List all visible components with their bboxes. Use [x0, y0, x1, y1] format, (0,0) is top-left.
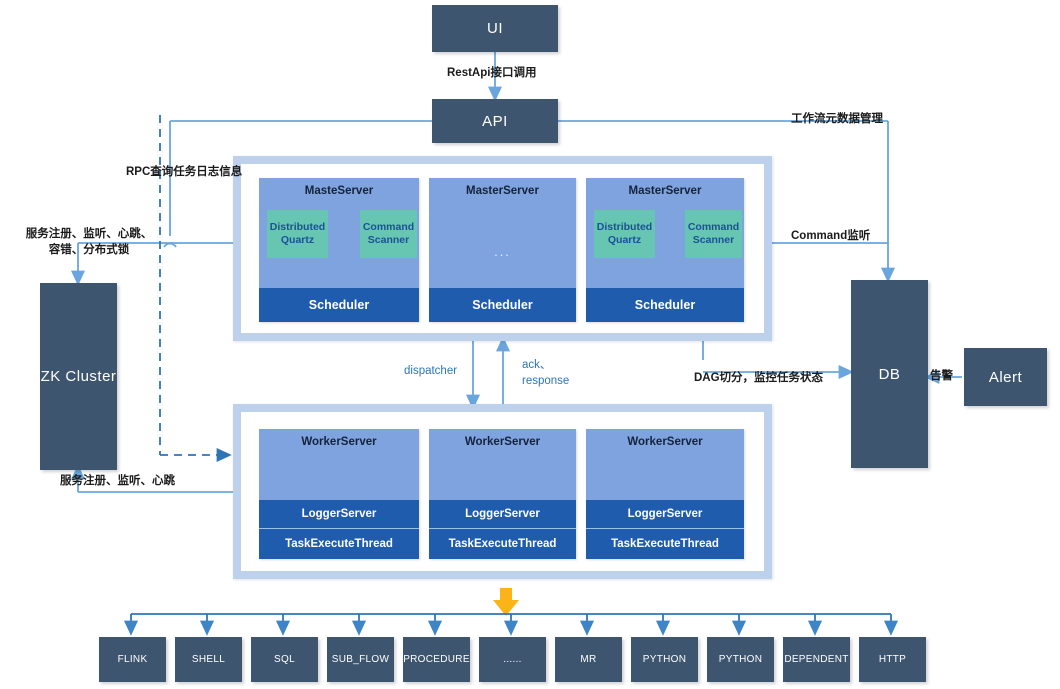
node-db-label: DB	[878, 365, 901, 383]
master-server-title-2: MasterServer	[466, 185, 539, 197]
task-type-label: SHELL	[191, 654, 226, 665]
task-type-label: PYTHON	[718, 654, 763, 665]
master-server-card-3[interactable]: MasterServer Distributed Quartz Command …	[586, 178, 744, 322]
node-alert[interactable]: Alert	[964, 348, 1047, 406]
task-type-http[interactable]: HTTP	[859, 637, 926, 682]
task-type-python-1[interactable]: PYTHON	[631, 637, 698, 682]
task-execute-thread-3: TaskExecuteThread	[586, 529, 744, 559]
label-rest-api: RestApi接口调用	[447, 67, 537, 79]
worker-server-card-3[interactable]: WorkerServer LoggerServer TaskExecuteThr…	[586, 429, 744, 559]
scheduler-block-2: Scheduler	[429, 288, 576, 322]
task-type-label: SUB_FLOW	[331, 654, 390, 665]
label-ack-line2: response	[522, 374, 570, 387]
label-zk-register-top: 服务注册、监听、心跳、 容错、分布式锁	[14, 227, 164, 258]
worker-server-body-2	[429, 455, 576, 500]
task-type-python-2[interactable]: PYTHON	[707, 637, 774, 682]
master-server-body-3: Distributed Quartz Command Scanner	[586, 204, 744, 288]
worker-server-body-1	[259, 455, 419, 500]
node-alert-label: Alert	[988, 368, 1023, 386]
command-scanner-block-1[interactable]: Command Scanner	[360, 210, 417, 258]
master-server-title-3: MasterServer	[628, 185, 702, 197]
worker-group-inner: WorkerServer LoggerServer TaskExecuteThr…	[241, 412, 764, 571]
master-server-body-2: ...	[429, 204, 576, 288]
task-type-shell[interactable]: SHELL	[175, 637, 242, 682]
master-server-card-2[interactable]: MasterServer ... Scheduler	[429, 178, 576, 322]
worker-server-group: WorkerServer LoggerServer TaskExecuteThr…	[233, 404, 772, 579]
worker-server-title-3: WorkerServer	[627, 436, 703, 448]
task-type-label: SQL	[274, 654, 295, 665]
task-execute-thread-1: TaskExecuteThread	[259, 529, 419, 559]
task-type-procedure[interactable]: PROCEDURE	[403, 637, 470, 682]
master-server-title-1: MasteServer	[304, 185, 374, 197]
task-type-label: PROCEDURE	[403, 654, 470, 665]
label-zk-register-bottom: 服务注册、监听、心跳	[60, 475, 175, 487]
master-server-group: MasteServer Distributed Quartz Command S…	[233, 156, 772, 341]
label-ack-response: ack、 response	[522, 358, 569, 389]
task-type-label: ......	[503, 654, 522, 665]
quartz-line2: Quartz	[280, 234, 315, 246]
node-zk-cluster[interactable]: ZK Cluster	[40, 283, 117, 470]
task-type-dependent[interactable]: DEPENDENT	[783, 637, 850, 682]
task-execute-thread-2: TaskExecuteThread	[429, 529, 576, 559]
logger-server-1: LoggerServer	[259, 500, 419, 529]
scheduler-block-1: Scheduler	[259, 288, 419, 322]
task-type-sub-flow[interactable]: SUB_FLOW	[327, 637, 394, 682]
label-alert-warn: 告警	[930, 370, 953, 382]
node-db[interactable]: DB	[851, 280, 928, 468]
label-rpc-query-log: RPC查询任务日志信息	[126, 166, 243, 178]
task-type-flink[interactable]: FLINK	[99, 637, 166, 682]
master-server-card-1[interactable]: MasteServer Distributed Quartz Command S…	[259, 178, 419, 322]
command-scanner-block-3[interactable]: Command Scanner	[685, 210, 742, 258]
task-type-mr[interactable]: MR	[555, 637, 622, 682]
task-type-label: DEPENDENT	[784, 654, 849, 665]
quartz-line1: Distributed	[596, 220, 653, 233]
distributed-quartz-block-1[interactable]: Distributed Quartz	[267, 210, 328, 258]
task-type-label: MR	[580, 654, 597, 665]
task-type-label: FLINK	[117, 654, 148, 665]
task-type-more[interactable]: ......	[479, 637, 546, 682]
scanner-line2: Scanner	[692, 234, 735, 246]
label-ack-line1: ack、	[522, 359, 552, 371]
node-api-label: API	[482, 112, 508, 130]
label-zk-register-top-line2: 容错、分布式锁	[48, 243, 130, 256]
task-type-label: HTTP	[878, 654, 907, 665]
worker-server-card-1[interactable]: WorkerServer LoggerServer TaskExecuteThr…	[259, 429, 419, 559]
label-workflow-meta: 工作流元数据管理	[791, 113, 883, 125]
master-server-body-1: Distributed Quartz Command Scanner	[259, 204, 419, 288]
quartz-line1: Distributed	[269, 220, 326, 233]
logger-server-3: LoggerServer	[586, 500, 744, 529]
label-command-listen: Command监听	[791, 230, 871, 242]
master-server-ellipsis: ...	[494, 244, 511, 260]
worker-server-title-2: WorkerServer	[464, 436, 541, 448]
quartz-line2: Quartz	[607, 234, 642, 246]
scheduler-block-3: Scheduler	[586, 288, 744, 322]
label-dag-monitor: DAG切分，监控任务状态	[694, 372, 824, 384]
label-dispatcher: dispatcher	[404, 365, 458, 377]
task-type-sql[interactable]: SQL	[251, 637, 318, 682]
worker-server-title-1: WorkerServer	[301, 436, 377, 448]
distributed-quartz-block-3[interactable]: Distributed Quartz	[594, 210, 655, 258]
label-zk-register-top-line1: 服务注册、监听、心跳、	[25, 228, 153, 240]
node-ui-label: UI	[487, 20, 503, 37]
task-type-label: PYTHON	[642, 654, 687, 665]
node-zk-cluster-label: ZK Cluster	[40, 368, 117, 385]
node-ui[interactable]: UI	[432, 5, 558, 52]
scanner-line2: Scanner	[367, 234, 410, 246]
master-group-inner: MasteServer Distributed Quartz Command S…	[241, 164, 764, 333]
scanner-line1: Command	[362, 220, 415, 233]
node-api[interactable]: API	[432, 99, 558, 143]
worker-server-body-3	[586, 455, 744, 500]
scanner-line1: Command	[687, 220, 740, 233]
logger-server-2: LoggerServer	[429, 500, 576, 529]
worker-server-card-2[interactable]: WorkerServer LoggerServer TaskExecuteThr…	[429, 429, 576, 559]
